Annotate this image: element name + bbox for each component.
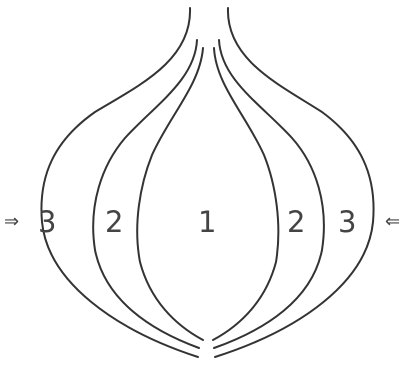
zone-label-right-3: 3 — [338, 205, 356, 239]
left-arrow-icon: ⇒ — [4, 211, 19, 232]
outer-layer-left-curve — [41, 8, 198, 357]
middle-layer-right-curve — [214, 40, 324, 348]
zone-label-left-2: 2 — [105, 205, 123, 239]
right-arrow-icon: ⇐ — [385, 211, 400, 232]
zone-label-center-1: 1 — [198, 205, 216, 239]
zone-label-right-2: 2 — [287, 205, 305, 239]
zone-label-left-3: 3 — [38, 205, 56, 239]
outer-layer-right-curve — [215, 8, 374, 357]
middle-layer-left-curve — [93, 40, 199, 348]
